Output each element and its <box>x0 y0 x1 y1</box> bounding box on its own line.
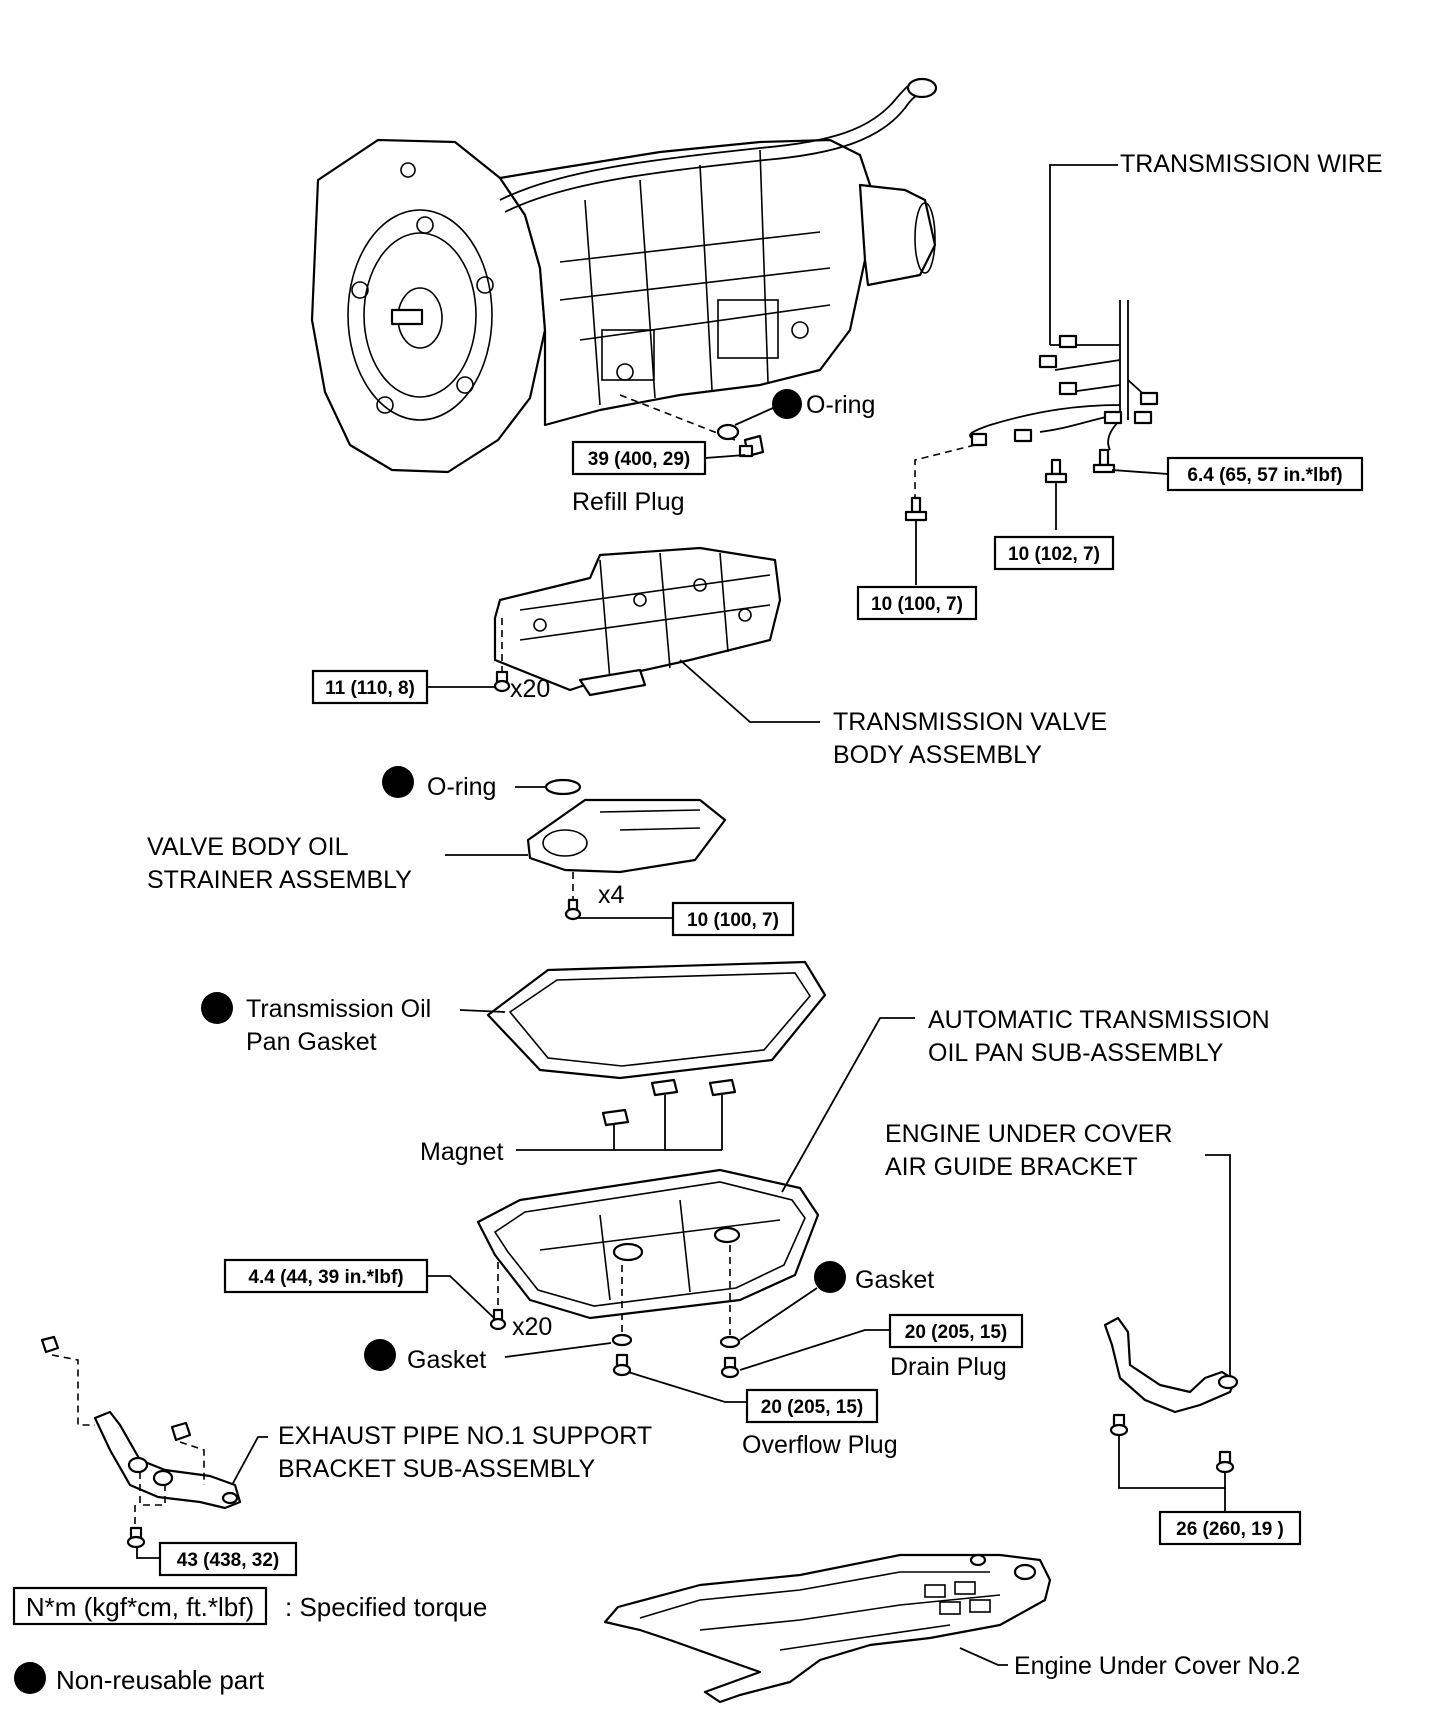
pan-qty: x20 <box>512 1313 552 1341</box>
o-ring-mid-label: O-ring <box>427 773 496 801</box>
oil-pan-label-1: AUTOMATIC TRANSMISSION <box>928 1006 1270 1034</box>
valve-body-group: x20 11 (110, 8) TRANSMISSION VALVE BODY … <box>311 546 1107 769</box>
non-reusable-dot <box>364 1339 396 1371</box>
gasket-overflow-label: Gasket <box>407 1346 486 1374</box>
non-reusable-dot <box>201 992 233 1024</box>
magnet-label: Magnet <box>420 1138 503 1166</box>
magnet-group: Magnet <box>420 1078 737 1166</box>
exhaust-label-1: EXHAUST PIPE NO.1 SUPPORT <box>278 1422 652 1450</box>
overflow-plug-label: Overflow Plug <box>742 1431 898 1459</box>
torque-wire-bolt-b: 10 (100, 7) <box>871 594 963 615</box>
torque-strainer: 10 (100, 7) <box>687 910 779 931</box>
transmission-assembly <box>310 77 938 474</box>
pan-gasket-label-2: Pan Gasket <box>246 1028 377 1056</box>
valve-body-qty: x20 <box>510 675 550 703</box>
torque-exhaust-bracket: 43 (438, 32) <box>177 1550 279 1571</box>
torque-box <box>888 1313 1024 1349</box>
transmission-wire-label: TRANSMISSION WIRE <box>1120 150 1383 178</box>
oil-pan-label-2: OIL PAN SUB-ASSEMBLY <box>928 1039 1224 1067</box>
o-ring-label: O-ring <box>806 391 875 419</box>
air-guide-label-2: AIR GUIDE BRACKET <box>885 1153 1138 1181</box>
air-guide-label-1: ENGINE UNDER COVER <box>885 1120 1173 1148</box>
refill-plug-group: O-ring 39 (400, 29) Refill Plug <box>571 389 875 516</box>
refill-plug-label: Refill Plug <box>572 488 685 516</box>
under-cover-label: Engine Under Cover No.2 <box>1014 1652 1300 1680</box>
torque-refill-plug: 39 (400, 29) <box>588 449 690 470</box>
legend-nonreusable-dot <box>14 1662 46 1694</box>
torque-box <box>993 535 1115 571</box>
torque-wire-bracket: 6.4 (65, 57 in.*lbf) <box>1187 465 1342 486</box>
under-cover-group: Engine Under Cover No.2 <box>603 1553 1300 1704</box>
exhaust-bracket-group: 43 (438, 32) EXHAUST PIPE NO.1 SUPPORT B… <box>40 1335 652 1577</box>
legend-torque-box <box>12 1586 268 1626</box>
torque-box <box>158 1541 298 1577</box>
drain-plug-label: Drain Plug <box>890 1353 1007 1381</box>
torque-wire-bolt-a: 10 (102, 7) <box>1008 544 1100 565</box>
torque-pan: 4.4 (44, 39 in.*lbf) <box>248 1267 403 1288</box>
non-reusable-dot <box>814 1261 846 1293</box>
torque-box <box>1166 456 1364 492</box>
valve-body-label-1: TRANSMISSION VALVE <box>833 708 1107 736</box>
legend: N*m (kgf*cm, ft.*lbf) : Specified torque… <box>12 1586 487 1695</box>
torque-drain-plug: 20 (205, 15) <box>905 1322 1007 1343</box>
torque-air-guide: 26 (260, 19 ) <box>1176 1519 1284 1540</box>
strainer-group: O-ring x4 10 (100, 7) VALVE BODY OIL STR… <box>147 766 795 937</box>
oil-pan-group: AUTOMATIC TRANSMISSION OIL PAN SUB-ASSEM… <box>223 1006 1270 1459</box>
torque-valve-body: 11 (110, 8) <box>325 678 415 699</box>
pan-gasket-group: Transmission Oil Pan Gasket <box>201 960 827 1080</box>
torque-box <box>223 1258 429 1294</box>
torque-overflow-plug: 20 (205, 15) <box>761 1397 863 1418</box>
non-reusable-dot <box>382 766 414 798</box>
air-guide-bracket-group: ENGINE UNDER COVER AIR GUIDE BRACKET 26 … <box>885 1120 1302 1546</box>
gasket-drain-label: Gasket <box>855 1266 934 1294</box>
exhaust-label-2: BRACKET SUB-ASSEMBLY <box>278 1455 596 1483</box>
torque-box <box>1158 1510 1302 1546</box>
torque-box <box>745 1388 879 1424</box>
strainer-qty: x4 <box>598 881 625 909</box>
torque-box <box>311 669 429 705</box>
pan-gasket-label-1: Transmission Oil <box>246 995 431 1023</box>
valve-body-label-2: BODY ASSEMBLY <box>833 741 1042 769</box>
legend-torque-units: N*m (kgf*cm, ft.*lbf) <box>26 1592 254 1622</box>
strainer-label-2: STRAINER ASSEMBLY <box>147 866 412 894</box>
torque-box <box>671 901 795 937</box>
transmission-wire-group: TRANSMISSION WIRE 6.4 (65, 57 in.*lbf) 1… <box>856 150 1383 621</box>
torque-box <box>856 585 978 621</box>
legend-nonreusable-text: Non-reusable part <box>56 1665 265 1695</box>
legend-torque-text: : Specified torque <box>285 1592 487 1622</box>
strainer-label-1: VALVE BODY OIL <box>147 833 349 861</box>
non-reusable-dot <box>772 389 802 419</box>
